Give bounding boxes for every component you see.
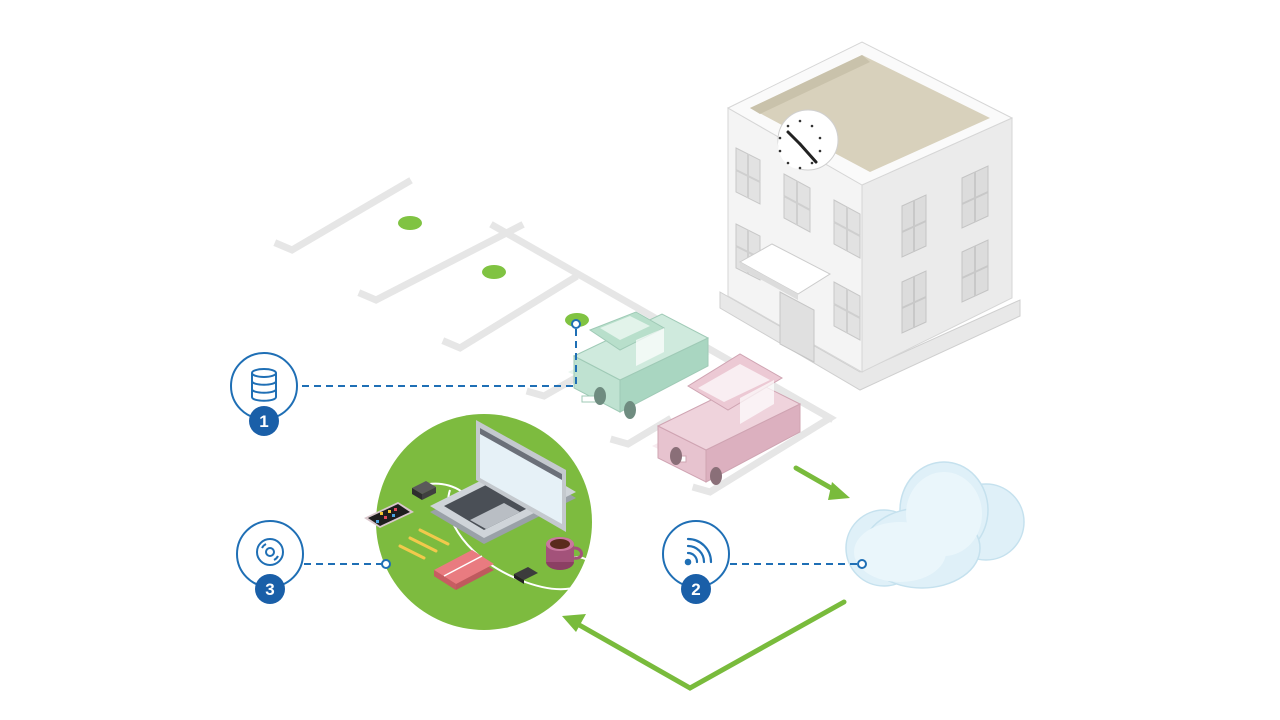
connector-line-1 [302, 326, 577, 387]
pencils [398, 528, 450, 560]
connector-node [571, 319, 581, 329]
workspace [364, 414, 594, 630]
step-number: 2 [691, 580, 700, 599]
parking-sensor [398, 216, 422, 230]
connector-node [857, 559, 867, 569]
green-car [568, 311, 710, 419]
mug [546, 537, 583, 570]
arrow-head-icon [828, 482, 850, 500]
smartphone [364, 502, 414, 528]
cloud [845, 461, 1025, 589]
arrow-head-icon [562, 614, 586, 632]
usb-stick [514, 567, 538, 584]
step-1: 1 [230, 352, 298, 436]
notebook [434, 550, 494, 590]
step-badge [255, 574, 285, 604]
step-badge [681, 574, 711, 604]
parking-sensors [398, 216, 589, 327]
step-number: 1 [259, 412, 268, 431]
step-badge [249, 406, 279, 436]
pink-car [652, 353, 802, 485]
step-2: 2 [662, 520, 730, 604]
wifi-signal-icon [684, 537, 713, 566]
office-building [719, 41, 1021, 391]
step-number: 3 [265, 580, 274, 599]
connector-lines [302, 326, 862, 565]
disc-icon [256, 538, 284, 566]
database-icon [251, 368, 277, 402]
connector-node [381, 559, 391, 569]
laptop [430, 420, 576, 544]
step-3: 3 [236, 520, 304, 604]
parking-sensor [482, 265, 506, 279]
arrow-to-workspace [571, 599, 847, 691]
hard-drive [412, 481, 436, 500]
clock-icon [777, 109, 839, 171]
